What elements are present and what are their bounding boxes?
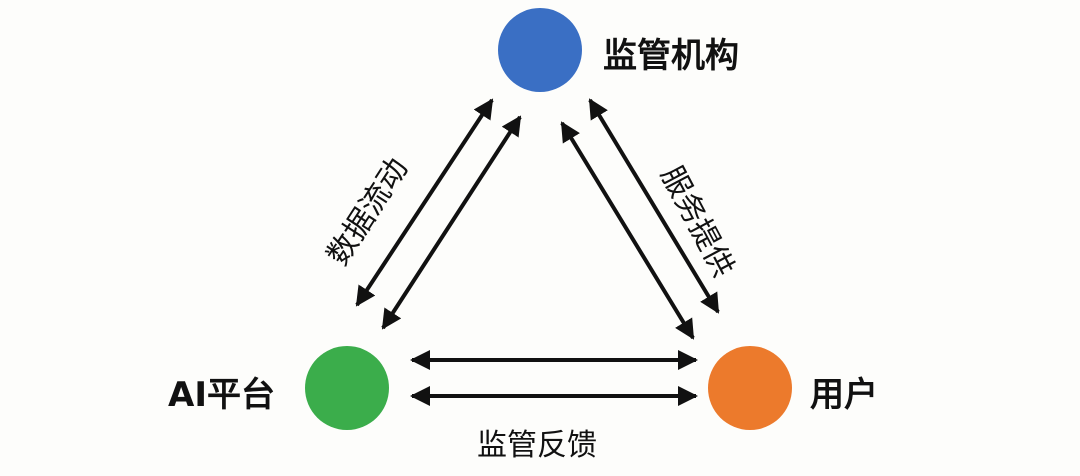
platform-label: AI平台 <box>168 375 275 415</box>
regulator-label: 监管机构 <box>603 36 739 76</box>
user-label: 用户 <box>810 375 878 415</box>
platform-node <box>305 346 389 430</box>
user-node <box>708 346 792 430</box>
edge-label-feedback: 监管反馈 <box>477 428 597 463</box>
regulator-node <box>498 8 582 92</box>
arrow-regulator-user-2 <box>560 121 695 340</box>
arrow-platform-regulator-2 <box>381 115 522 330</box>
